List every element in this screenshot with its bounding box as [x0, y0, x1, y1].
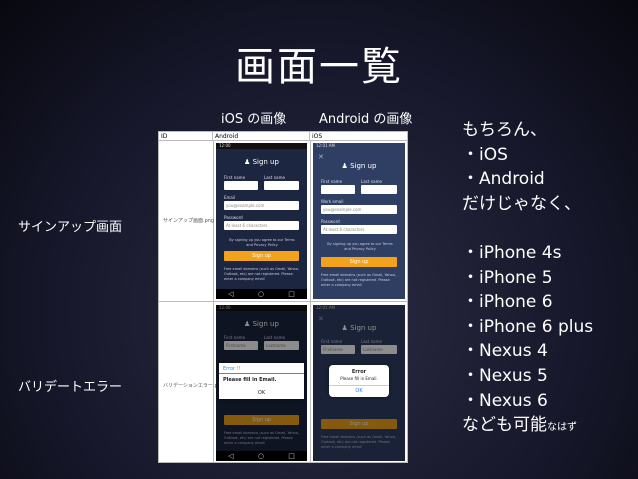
ios-statusbar: 12:01 AM: [313, 305, 405, 311]
first-name-label: First name: [224, 175, 246, 180]
agree-text: By signing up you agree to our Terms and…: [229, 238, 295, 247]
signup-title: ♟ Sign up: [341, 324, 377, 332]
ios-signup-screen: 12:01 AM ✕ ♟ Sign up First name Last nam…: [313, 143, 405, 299]
first-name-label: First name: [224, 335, 246, 340]
text-line: ・iOS: [462, 144, 508, 165]
agree-text: By signing up you agree to our Terms and…: [327, 242, 393, 251]
error-title: Error: [351, 369, 367, 375]
header-ios: iOS: [310, 132, 407, 141]
recents-icon[interactable]: □: [288, 452, 295, 460]
recents-icon[interactable]: □: [288, 290, 295, 298]
home-icon[interactable]: ○: [257, 290, 264, 298]
home-icon[interactable]: ○: [257, 452, 264, 460]
first-name-field[interactable]: [224, 181, 258, 190]
first-name-field[interactable]: Firstname: [224, 341, 258, 350]
signup-button[interactable]: Sign up: [224, 415, 299, 425]
back-icon[interactable]: ◁: [228, 290, 234, 298]
back-icon[interactable]: ◁: [228, 452, 234, 460]
signup-title: ♟ Sign up: [341, 162, 377, 170]
text-line: ・Nexus 6: [462, 390, 548, 411]
footer-note: Free email domains (such as Gmail, Yahoo…: [224, 431, 299, 445]
signup-button[interactable]: Sign up: [321, 257, 397, 267]
dialog-divider: [219, 373, 304, 374]
password-field[interactable]: At least 6 characters: [224, 221, 299, 230]
email-label: Email: [224, 195, 236, 200]
last-name-field[interactable]: Lastname: [264, 341, 299, 350]
password-label: Password: [224, 215, 243, 220]
first-name-label: First name: [321, 179, 343, 184]
android-statusbar: 12:00: [216, 305, 307, 311]
signup-title: ♟ Sign up: [244, 320, 279, 328]
error-title: Error !!: [223, 366, 241, 372]
text-line: だけじゃなく、: [462, 193, 581, 214]
validate-row-label: バリデートエラー: [18, 380, 123, 395]
text-line: ・iPhone 6 plus: [462, 316, 594, 337]
ok-button[interactable]: OK: [257, 390, 266, 396]
header-android: Android: [213, 132, 310, 141]
last-line: なども可能なはず: [462, 413, 593, 438]
android-statusbar: 12:00: [216, 143, 307, 149]
text-line: [462, 216, 593, 241]
footer-note: Free email domains (such as Gmail, Yahoo…: [224, 267, 299, 281]
password-label: Password: [321, 219, 340, 224]
text-line: ・Android: [462, 169, 545, 190]
close-icon[interactable]: ✕: [318, 315, 324, 323]
footer-note: Free email domains (such as Gmail, Yahoo…: [321, 435, 396, 449]
row1-filename: サインアップ画面.png: [163, 218, 215, 224]
first-name-label: First name: [321, 339, 343, 344]
signup-row-label: サインアップ画面: [18, 220, 123, 235]
android-error-dialog: Error !! Please fill in Email. OK: [219, 363, 304, 399]
first-name-field[interactable]: Firstname: [321, 345, 355, 354]
android-error-screen: 12:00 ♟ Sign up First name Last name Fir…: [216, 305, 307, 461]
error-message: Please fill in Email.: [223, 377, 277, 383]
row-divider: [159, 301, 407, 302]
text-line: もちろん、: [462, 120, 547, 140]
col-divider: [213, 141, 214, 462]
ok-button[interactable]: OK: [355, 388, 363, 394]
last-name-field[interactable]: [264, 181, 299, 190]
android-navbar: ◁ ○ □: [216, 451, 307, 461]
header-id: ID: [159, 132, 213, 141]
close-icon[interactable]: ✕: [318, 153, 324, 161]
ios-statusbar: 12:01 AM: [313, 143, 405, 149]
text-line: ・iPhone 5: [462, 267, 553, 288]
ios-error-alert: Error Please fill in Email. OK: [329, 365, 389, 397]
signup-button[interactable]: Sign up: [321, 419, 397, 429]
email-label: Work email: [321, 199, 344, 204]
first-name-field[interactable]: [321, 185, 355, 194]
ios-column-label: iOS の画像: [221, 112, 287, 127]
email-field[interactable]: you@example.com: [321, 205, 397, 214]
error-message: Please fill in Email.: [340, 376, 378, 381]
last-name-label: Last name: [361, 339, 382, 344]
email-field[interactable]: you@example.com: [224, 201, 299, 210]
signup-button[interactable]: Sign up: [224, 251, 299, 261]
slide-title: 画面一覧: [235, 44, 403, 90]
last-name-field[interactable]: [361, 185, 397, 194]
last-name-label: Last name: [264, 175, 285, 180]
password-field[interactable]: At least 6 characters: [321, 225, 397, 234]
signup-title: ♟ Sign up: [244, 158, 279, 166]
last-name-field[interactable]: Lastname: [361, 345, 397, 354]
android-column-label: Android の画像: [319, 112, 413, 127]
last-line-small: なはず: [547, 422, 577, 434]
text-line: ・Nexus 5: [462, 365, 548, 386]
last-name-label: Last name: [361, 179, 382, 184]
ios-error-screen: 12:01 AM ✕ ♟ Sign up First name Last nam…: [313, 305, 405, 461]
android-signup-screen: 12:00 ♟ Sign up First name Last name Ema…: [216, 143, 307, 299]
text-line: ・iPhone 4s: [462, 242, 562, 263]
row2-filename: バリデーションエラー.png: [163, 383, 225, 389]
text-line: ・Nexus 4: [462, 341, 548, 362]
android-navbar: ◁ ○ □: [216, 289, 307, 299]
spreadsheet: ID Android iOS サインアップ画面.png バリデーションエラー.p…: [158, 131, 408, 463]
device-list: もちろん、 ・iOS ・Android だけじゃなく、 ・iPhone 4s ・…: [462, 118, 593, 438]
last-line-main: なども可能: [462, 415, 547, 436]
last-name-label: Last name: [264, 335, 285, 340]
col-divider: [310, 141, 311, 462]
text-line: ・iPhone 6: [462, 292, 553, 313]
footer-note: Free email domains (such as Gmail, Yahoo…: [321, 273, 396, 287]
alert-divider: [329, 385, 389, 386]
